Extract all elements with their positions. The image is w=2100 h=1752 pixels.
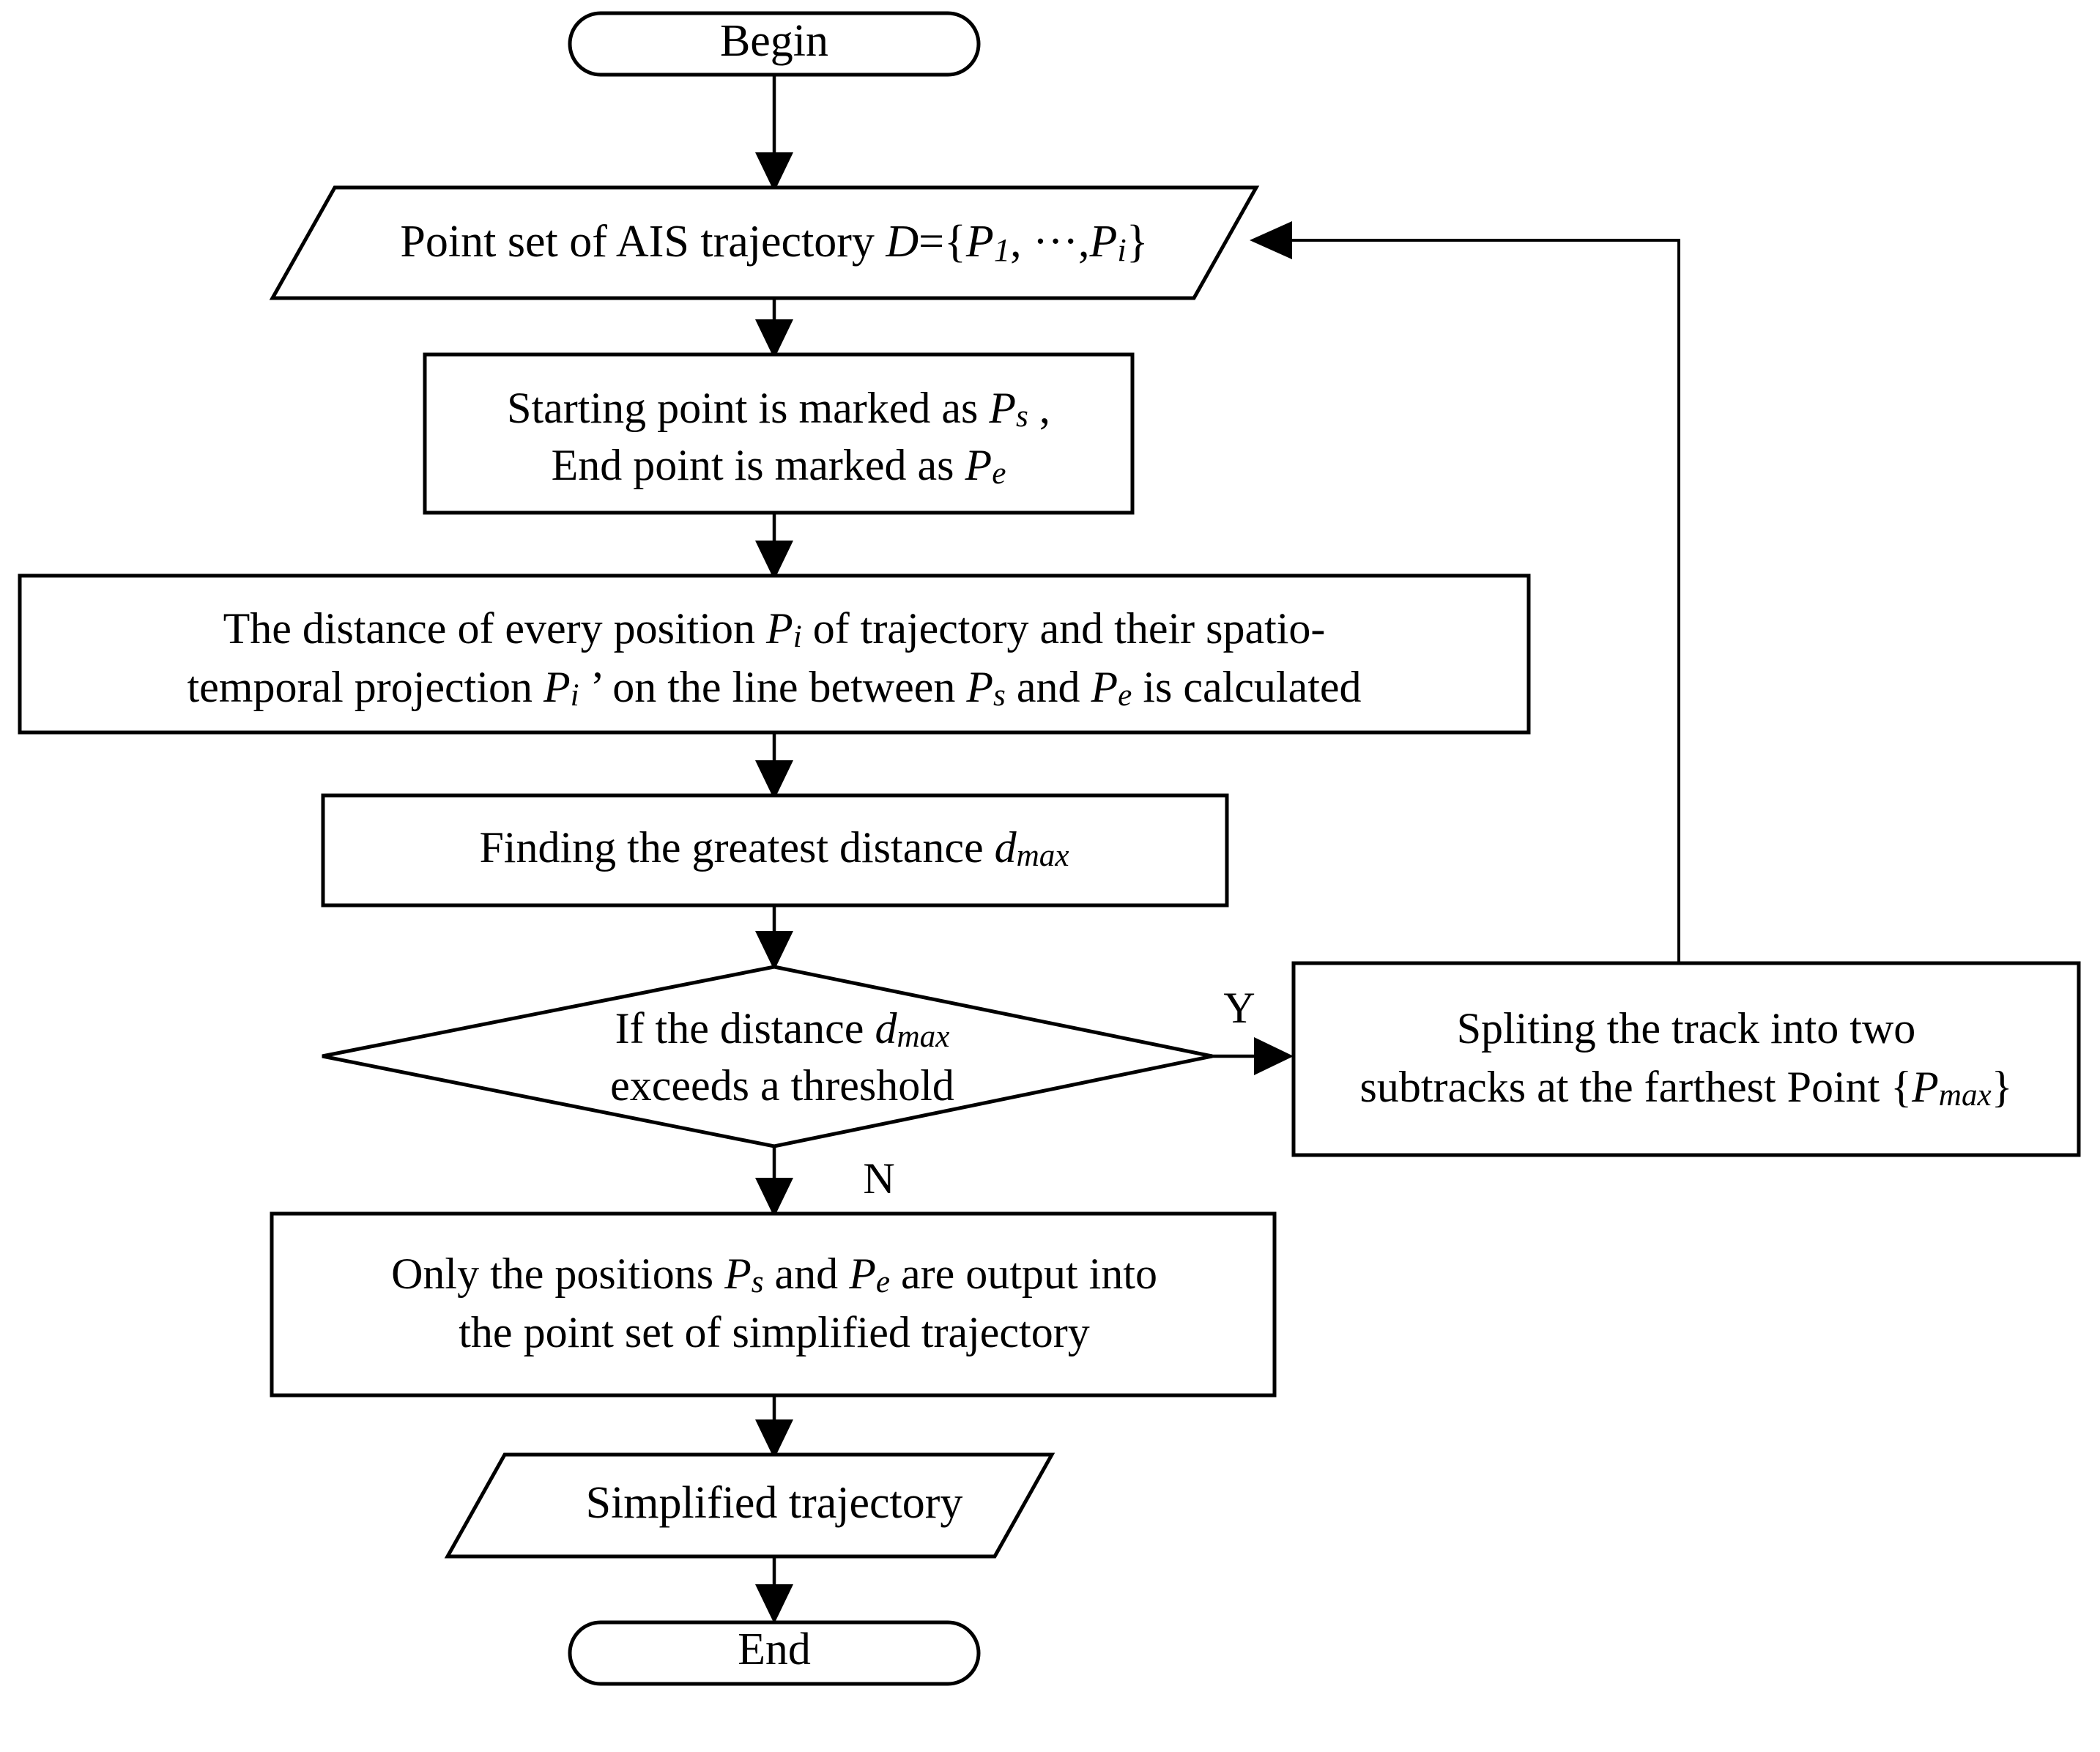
mark-line2-p: P bbox=[965, 441, 993, 489]
outpos-l1-a: Only the positions bbox=[391, 1250, 724, 1298]
node-calc-distance-line1: The distance of every position Pi of tra… bbox=[223, 604, 1326, 655]
node-input-pointset-label: Point set of AIS trajectory D={P1, ···,P… bbox=[400, 217, 1148, 268]
node-output-positions-line2: the point set of simplified trajectory bbox=[459, 1308, 1089, 1356]
decision-l1-sub: max bbox=[897, 1020, 949, 1054]
calc-l2-a: temporal projection bbox=[188, 663, 544, 711]
node-mark-points-line1: Starting point is marked as Ps , bbox=[507, 384, 1050, 434]
decision-l1-d: d bbox=[875, 1004, 897, 1053]
node-find-max[interactable]: Finding the greatest distance dmax bbox=[321, 793, 1229, 907]
edge-begin-to-input bbox=[755, 73, 793, 192]
node-calc-distance[interactable]: The distance of every position Pi of tra… bbox=[18, 574, 1531, 735]
node-decision-threshold[interactable]: If the distance dmax exceeds a threshold bbox=[322, 965, 1213, 1148]
node-begin[interactable]: Begin bbox=[568, 11, 981, 77]
find-var-d: d bbox=[995, 823, 1017, 872]
edge-find-to-decision bbox=[755, 905, 793, 970]
node-decision-line2: exceeds a threshold bbox=[610, 1061, 954, 1110]
decision-l1-a: If the distance bbox=[615, 1004, 875, 1053]
edge-decision-yes-to-split bbox=[1212, 1037, 1294, 1075]
edge-calc-to-find bbox=[755, 732, 793, 800]
outpos-l1-pe: P bbox=[848, 1250, 876, 1298]
calc-l2-c: and bbox=[1006, 663, 1091, 711]
calc-l2-pe: P bbox=[1090, 663, 1118, 711]
mark-line2-text: End point is marked as bbox=[552, 441, 965, 489]
outpos-l1-ps: P bbox=[724, 1250, 752, 1298]
edge-label-no: N bbox=[863, 1154, 894, 1203]
split-l2-a: subtracks at the farthest Point { bbox=[1359, 1063, 1912, 1111]
input-pi: P bbox=[1089, 217, 1118, 267]
calc-l2-sub: i bbox=[571, 678, 579, 713]
input-pi-sub: i bbox=[1117, 231, 1126, 268]
node-begin-label: Begin bbox=[720, 16, 828, 66]
edge-label-yes: Y bbox=[1223, 984, 1255, 1032]
calc-l2-d: is calculated bbox=[1132, 663, 1361, 711]
node-output-positions[interactable]: Only the positions Ps and Pe are output … bbox=[270, 1211, 1277, 1397]
node-mark-points[interactable]: Starting point is marked as Ps , End poi… bbox=[423, 352, 1135, 515]
node-output-simplified[interactable]: Simplified trajectory bbox=[444, 1452, 1055, 1559]
input-p1-sub: 1 bbox=[994, 231, 1010, 268]
node-find-max-label: Finding the greatest distance dmax bbox=[479, 823, 1069, 874]
mark-line1-comma: , bbox=[1028, 384, 1050, 432]
node-output-positions-line1: Only the positions Ps and Pe are output … bbox=[391, 1250, 1157, 1300]
node-split-track[interactable]: Spliting the track into two subtracks at… bbox=[1291, 961, 2081, 1157]
edge-mark-to-calc bbox=[755, 513, 793, 580]
node-input-pointset[interactable]: Point set of AIS trajectory D={P1, ···,P… bbox=[269, 185, 1260, 300]
calc-l2-b: on the line between bbox=[601, 663, 966, 711]
mark-line1-text: Starting point is marked as bbox=[507, 384, 989, 432]
calc-l2-p: P bbox=[543, 663, 571, 711]
find-text: Finding the greatest distance bbox=[479, 823, 994, 872]
node-end[interactable]: End bbox=[568, 1620, 981, 1686]
split-l2-sub: max bbox=[1939, 1078, 1992, 1113]
calc-l1-p: P bbox=[765, 604, 793, 653]
outpos-l1-pe-sub: e bbox=[876, 1265, 890, 1299]
node-mark-points-line2: End point is marked as Pe bbox=[552, 441, 1006, 491]
node-split-track-line1: Spliting the track into two bbox=[1457, 1004, 1916, 1053]
input-var-d: D bbox=[885, 217, 919, 267]
node-decision-line1: If the distance dmax bbox=[615, 1004, 950, 1055]
calc-l1-sub: i bbox=[793, 620, 802, 654]
edge-decision-no-to-output bbox=[755, 1146, 793, 1217]
input-p1: P bbox=[965, 217, 994, 267]
find-var-sub: max bbox=[1017, 839, 1069, 873]
split-l2-p: P bbox=[1911, 1063, 1939, 1111]
outpos-l1-c: are output into bbox=[890, 1250, 1157, 1298]
mark-line1-sub: s bbox=[1016, 399, 1028, 434]
mark-line2-sub: e bbox=[992, 456, 1006, 491]
node-end-label: End bbox=[738, 1625, 811, 1674]
input-text-prefix: Point set of AIS trajectory bbox=[400, 217, 886, 267]
node-split-track-line2: subtracks at the farthest Point {Pmax} bbox=[1359, 1063, 2012, 1113]
edge-output-to-simplified bbox=[755, 1395, 793, 1459]
input-comma-dots: , ···, bbox=[1010, 217, 1089, 267]
calc-l2-pe-sub: e bbox=[1118, 678, 1132, 713]
split-l2-b: } bbox=[1992, 1063, 2013, 1111]
calc-l1-b: of trajectory and their spatio- bbox=[802, 604, 1326, 653]
outpos-l1-b: and bbox=[764, 1250, 850, 1298]
edge-simplified-to-end bbox=[755, 1556, 793, 1624]
calc-l2-prime: ’ bbox=[579, 663, 602, 711]
node-output-simplified-label: Simplified trajectory bbox=[586, 1478, 963, 1528]
edge-split-feedback-to-input bbox=[1250, 221, 1680, 963]
edge-input-to-mark bbox=[755, 299, 793, 359]
mark-line1-p: P bbox=[988, 384, 1016, 432]
input-eq-close: } bbox=[1127, 217, 1149, 267]
node-calc-distance-line2: temporal projection Pi ’ on the line bet… bbox=[188, 663, 1362, 713]
calc-l2-ps-sub: s bbox=[993, 678, 1006, 713]
outpos-l1-ps-sub: s bbox=[752, 1265, 764, 1299]
input-eq-open: ={ bbox=[919, 217, 966, 267]
calc-l2-ps: P bbox=[965, 663, 993, 711]
calc-l1-a: The distance of every position bbox=[223, 604, 766, 653]
